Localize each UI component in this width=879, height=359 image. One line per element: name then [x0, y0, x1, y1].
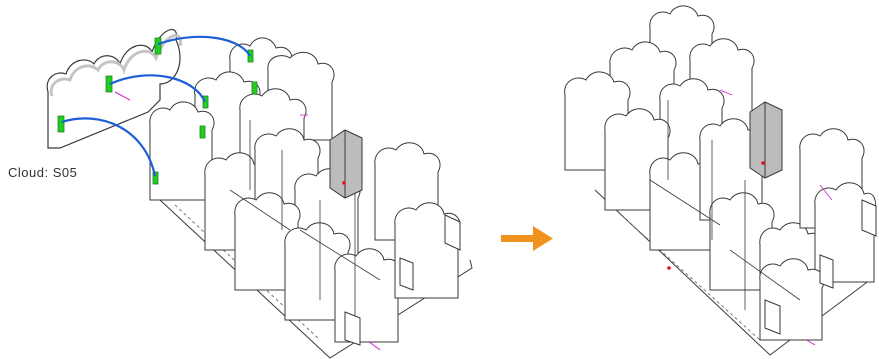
- cloud-panels-right: [564, 5, 877, 341]
- divider-lines-left: [229, 114, 381, 330]
- edge-tabs-left: [344, 214, 461, 346]
- part-label: Cloud: S05: [8, 165, 78, 180]
- cloud-panels-left: [149, 37, 461, 343]
- assembled-view: [564, 5, 877, 356]
- edge-tabs-right: [764, 199, 877, 335]
- divider-lines-right: [649, 89, 833, 310]
- transition-arrow: [501, 226, 553, 251]
- exploded-view: [46, 29, 473, 359]
- center-clip-right: [749, 101, 783, 179]
- center-clip-left: [329, 129, 363, 199]
- target-slots: [152, 49, 258, 185]
- connector-curves: [61, 35, 251, 177]
